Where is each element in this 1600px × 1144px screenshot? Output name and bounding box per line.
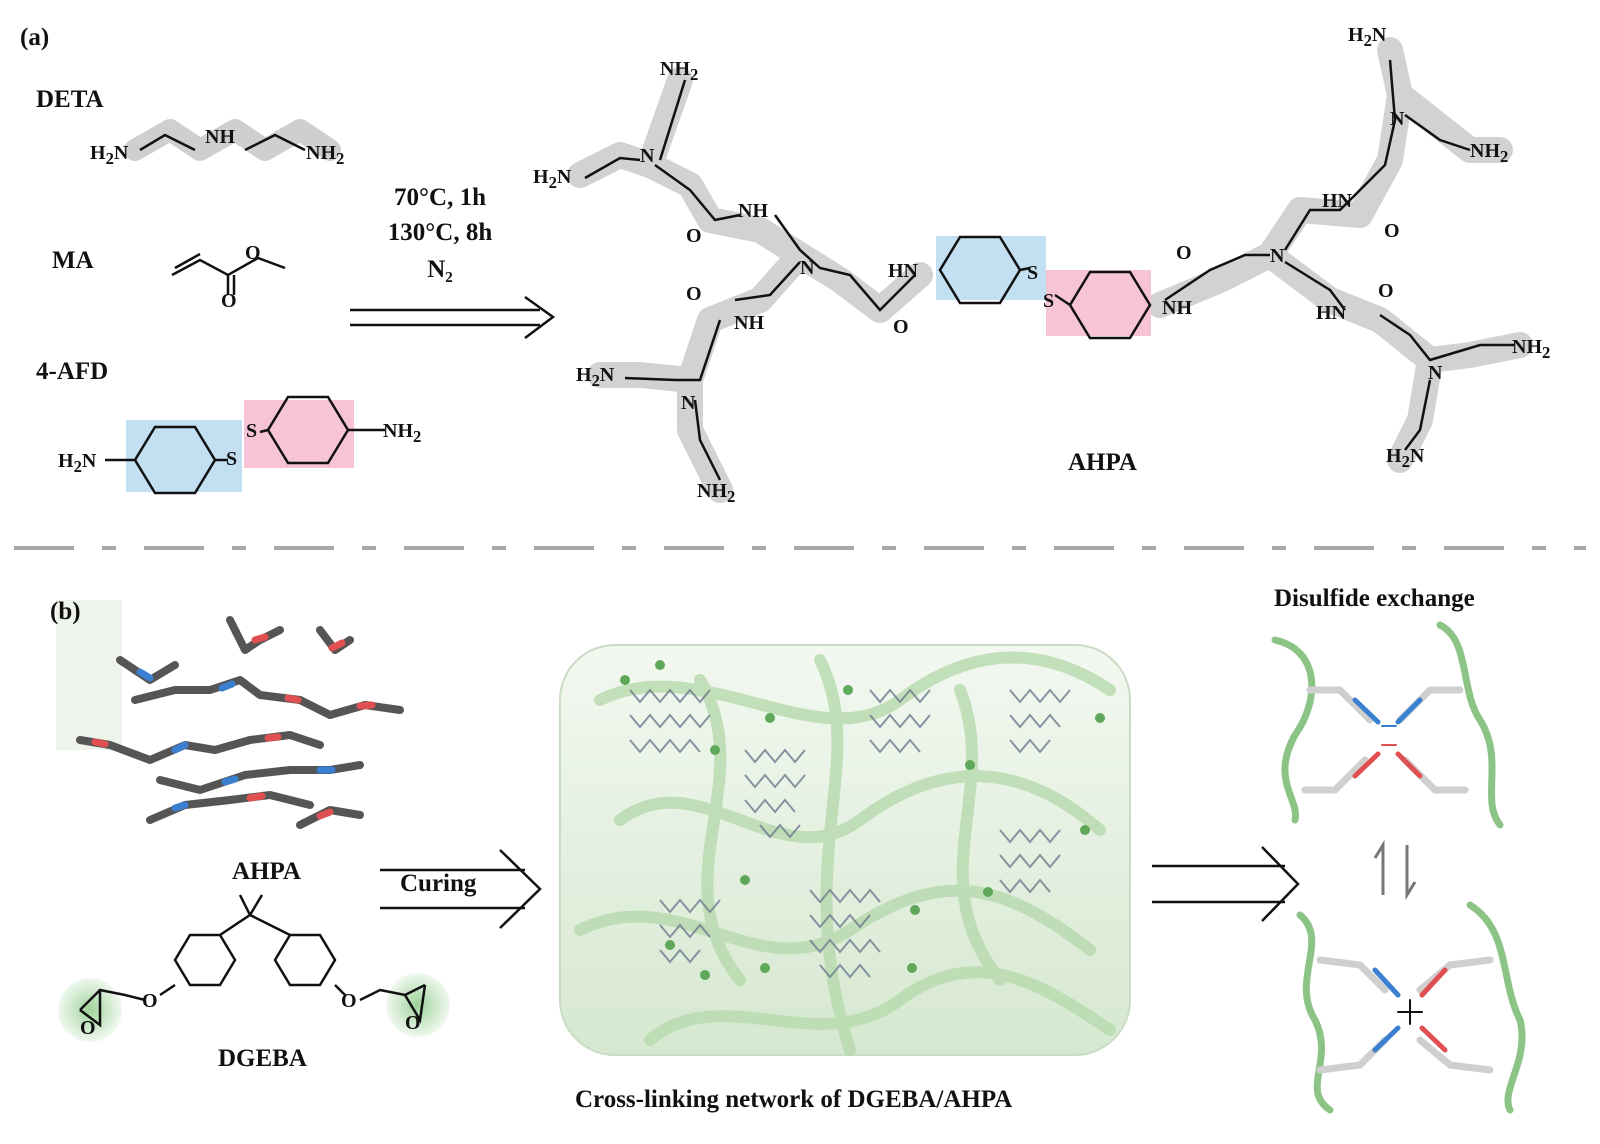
network-strands xyxy=(574,651,1116,1056)
dgeba-bonds xyxy=(79,894,427,1028)
deta-structure xyxy=(124,119,341,161)
curing-arrow xyxy=(380,849,542,929)
dgeba-label: DGEBA xyxy=(218,1045,307,1072)
epoxy-glow-left xyxy=(58,978,122,1042)
reaction-arrow xyxy=(350,295,556,339)
ahpa-schematic-label: AHPA xyxy=(232,858,301,885)
ahpa-pink-highlight xyxy=(1046,270,1151,336)
ahpa-atom-h2n-2: H2N xyxy=(576,364,615,390)
deta-atom-nh2: NH2 xyxy=(306,142,345,168)
deta-atom-h2n: H2N xyxy=(90,142,129,168)
ahpa-atom-nh-2: NH xyxy=(734,312,764,334)
ahpa-atom-n-1: N xyxy=(640,145,655,167)
ahpa-atom-nh-1: NH xyxy=(738,200,768,222)
network-molecular-clusters xyxy=(629,688,1071,979)
ahpa-atom-o-3: O xyxy=(686,283,702,305)
ahpa-atom-nh2-3: NH2 xyxy=(1470,140,1509,166)
dgeba-ring-left xyxy=(173,933,237,987)
condition-line-1: 70°C, 1h xyxy=(394,184,486,211)
exchange-state-bottom xyxy=(1296,901,1526,1114)
panel-b-label: (b) xyxy=(50,598,81,625)
ma-carbonyl xyxy=(226,275,236,295)
condition-line-3: N₂ xyxy=(427,256,453,283)
ma-atom-carbonyl-o: O xyxy=(221,290,237,312)
ma-double-bond xyxy=(174,252,201,270)
ahpa-atom-nh-3: NH xyxy=(1162,297,1192,319)
ahpa-gray-highlight xyxy=(567,37,1533,503)
afd-atom-h2n: H2N xyxy=(58,450,97,476)
dgeba-epoxide-o-right: O xyxy=(405,1012,421,1034)
ahpa-ring-right xyxy=(1068,270,1152,340)
ahpa-atom-n-3: N xyxy=(681,392,696,414)
network-box xyxy=(559,644,1131,1056)
ahpa-atom-s-2: S xyxy=(1043,290,1055,312)
ahpa-atom-h2n-4: H2N xyxy=(1386,445,1425,471)
ahpa-structure xyxy=(567,37,1533,503)
afd-blue-highlight xyxy=(126,420,242,492)
ahpa-atom-nh2-2: NH2 xyxy=(697,480,736,506)
equilibrium-arrows xyxy=(1373,839,1417,901)
afd-pink-highlight xyxy=(244,400,354,468)
ahpa-atom-n-4: N xyxy=(1270,245,1285,267)
exchange-bottom-chains xyxy=(1296,901,1526,1114)
condition-line-2: 130°C, 8h xyxy=(387,219,493,246)
ahpa-atom-nh2-4: NH2 xyxy=(1512,336,1551,362)
ahpa-atom-n-2: N xyxy=(800,257,815,279)
afd-atom-nh2: NH2 xyxy=(383,420,422,446)
dgeba-atom-o-2: O xyxy=(341,990,357,1012)
ma-label: MA xyxy=(52,247,94,274)
dgeba-ring-right xyxy=(273,933,337,987)
ahpa-atom-n-6: N xyxy=(1428,362,1443,384)
network-caption: Cross-linking network of DGEBA/AHPA xyxy=(575,1086,1013,1113)
ahpa-bonds xyxy=(584,59,1515,481)
afd-atom-s2: S xyxy=(246,420,258,442)
exchange-title: Disulfide exchange xyxy=(1274,585,1475,612)
deta-bonds xyxy=(139,133,306,152)
ahpa-atom-nh2-1: NH2 xyxy=(660,58,699,84)
afd-atom-s1: S xyxy=(226,448,238,470)
deta-label: DETA xyxy=(36,86,104,113)
ahpa-schematic xyxy=(76,616,404,829)
ma-structure xyxy=(171,252,286,295)
dgeba-atom-o-1: O xyxy=(142,990,158,1012)
ahpa-atom-s-1: S xyxy=(1027,262,1039,284)
ahpa-atom-n-5: N xyxy=(1390,108,1405,130)
ahpa-schematic-links xyxy=(91,633,376,820)
ahpa-atom-o-1: O xyxy=(686,225,702,247)
ahpa-atom-h2n-1: H2N xyxy=(533,166,572,192)
ahpa-atom-o-6: O xyxy=(1378,280,1394,302)
ahpa-product-label: AHPA xyxy=(1068,449,1137,476)
curing-label: Curing xyxy=(400,870,477,897)
ahpa-atom-hn-1: HN xyxy=(888,260,918,282)
ahpa-atom-hn-3: HN xyxy=(1316,302,1346,324)
ahpa-atom-o-5: O xyxy=(1384,220,1400,242)
dgeba-structure xyxy=(58,894,450,1042)
ahpa-atom-o-4: O xyxy=(1176,242,1192,264)
ma-atom-o: O xyxy=(245,242,261,264)
network-epoxy-dots xyxy=(620,660,1105,980)
afd-label: 4-AFD xyxy=(36,358,109,385)
deta-atom-nh: NH xyxy=(205,126,235,148)
exchange-arrow xyxy=(1152,846,1300,922)
exchange-top-aryls xyxy=(1352,697,1423,779)
ahpa-atom-h2n-3: H2N xyxy=(1348,24,1387,50)
epoxy-glow-right xyxy=(386,973,450,1037)
panel-a-label: (a) xyxy=(20,24,50,51)
afd-bonds xyxy=(105,428,385,462)
afd-structure xyxy=(105,395,385,495)
dgeba-epoxide-o-left: O xyxy=(80,1017,96,1039)
ahpa-sketch-background xyxy=(56,600,122,750)
ahpa-atom-hn-2: HN xyxy=(1322,190,1352,212)
ahpa-atom-o-2: O xyxy=(893,316,909,338)
exchange-state-top xyxy=(1271,621,1504,829)
exchange-bottom-aryls xyxy=(1372,967,1448,1053)
deta-highlight xyxy=(124,119,341,161)
